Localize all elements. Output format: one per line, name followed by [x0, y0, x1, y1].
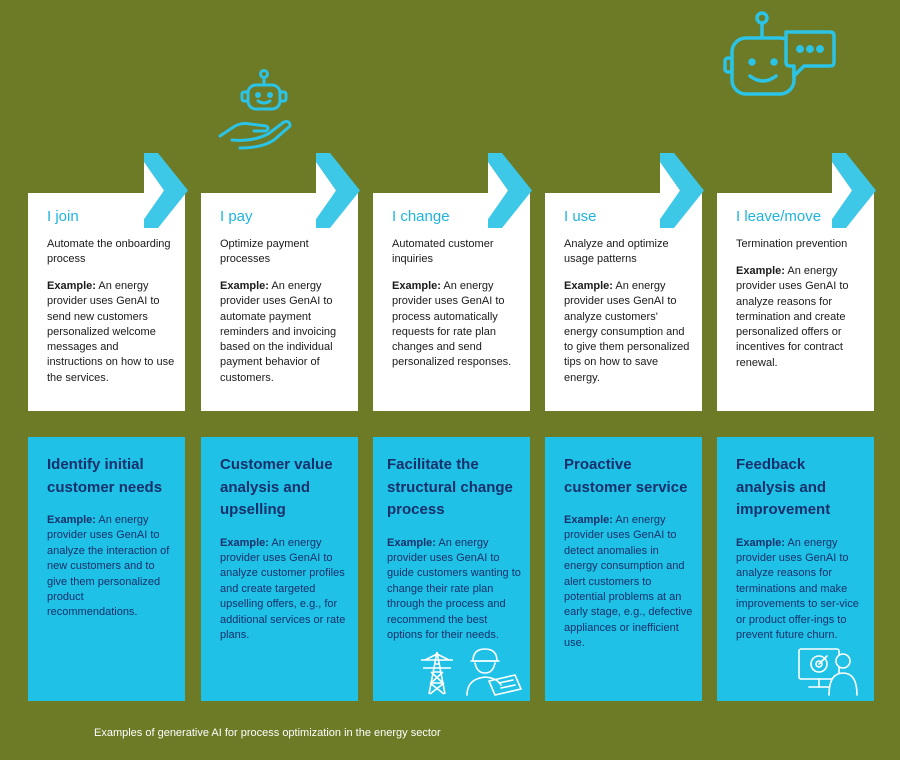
power-pylon-icon: [421, 651, 453, 695]
stage-title: I use: [564, 208, 597, 225]
chevron-arrow-icon: [660, 153, 704, 228]
worker-plan-icon: [466, 648, 522, 696]
stage-title: I join: [47, 208, 79, 225]
opportunity-card: Feedback analysis and improvement Exampl…: [717, 437, 874, 701]
chevron-arrow-icon: [488, 153, 532, 228]
robot-hand-icon: [218, 69, 292, 150]
stage-card: I leave/move Termination prevention Exam…: [717, 193, 874, 411]
chevron-arrow-icon: [316, 153, 360, 228]
opportunity-example: Example: An energy provider uses GenAI t…: [564, 514, 693, 650]
stage-subtitle: Termination prevention: [736, 238, 848, 250]
chevron-arrow-icon: [832, 153, 876, 228]
opportunity-card: Facilitate the structural change process…: [373, 437, 530, 701]
opportunity-card: Proactive customer service Example: An e…: [545, 437, 702, 701]
chatbot-icon: [723, 11, 836, 96]
figure-caption: Examples of generative AI for process op…: [94, 727, 441, 739]
stage-example: Example: An energy provider uses GenAI t…: [47, 280, 175, 384]
opportunity-card: Customer value analysis and upselling Ex…: [201, 437, 358, 701]
stage-subtitle: Automate the onboarding process: [47, 238, 171, 265]
opportunity-title: Customer value analysis and upselling: [220, 456, 333, 518]
person-monitor-icon: [798, 648, 858, 696]
opportunity-title: Identify initial customer needs: [47, 456, 163, 496]
stage-subtitle: Automated customer inquiries: [392, 238, 494, 265]
opportunity-example: Example: An energy provider uses GenAI t…: [47, 514, 170, 619]
opportunity-title: Facilitate the structural change process: [387, 456, 513, 518]
chevron-arrow-icon: [144, 153, 188, 228]
opportunity-title: Feedback analysis and improvement: [736, 456, 831, 518]
opportunity-card: Identify initial customer needs Example:…: [28, 437, 185, 701]
opportunity-example: Example: An energy provider uses GenAI t…: [220, 536, 346, 641]
opportunity-example: Example: An energy provider uses GenAI t…: [387, 536, 521, 641]
opportunity-title: Proactive customer service: [564, 456, 688, 496]
stage-example: Example: An energy provider uses GenAI t…: [220, 280, 337, 384]
stage-card: I change Automated customer inquiries Ex…: [373, 193, 530, 411]
stage-example: Example: An energy provider uses GenAI t…: [736, 265, 849, 369]
stage-card: I join Automate the onboarding process E…: [28, 193, 185, 411]
stage-card: I use Analyze and optimize usage pattern…: [545, 193, 702, 411]
stage-subtitle: Analyze and optimize usage patterns: [564, 238, 669, 265]
stage-title: I pay: [220, 208, 253, 225]
stage-title: I leave/move: [736, 208, 822, 225]
stage-subtitle: Optimize payment processes: [220, 238, 309, 265]
stage-example: Example: An energy provider uses GenAI t…: [392, 280, 512, 369]
stage-card: I pay Optimize payment processes Example…: [201, 193, 358, 411]
stage-example: Example: An energy provider uses GenAI t…: [564, 280, 690, 384]
stage-title: I change: [392, 208, 450, 225]
opportunity-example: Example: An energy provider uses GenAI t…: [736, 536, 859, 641]
